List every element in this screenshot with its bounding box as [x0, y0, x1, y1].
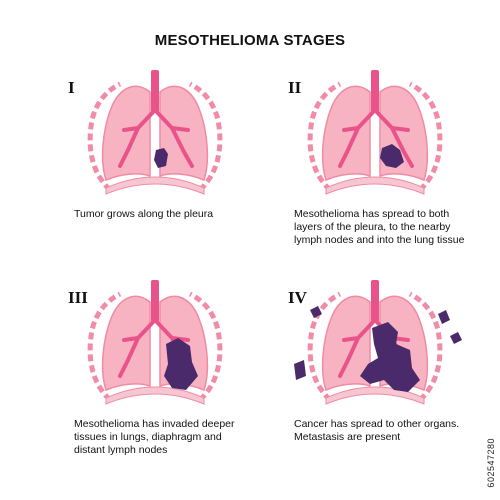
stage-numeral: IV — [288, 288, 307, 307]
page-title: MESOTHELIOMA STAGES — [154, 32, 346, 49]
tumor-mark — [360, 322, 420, 392]
metastasis-mark — [450, 332, 462, 344]
tumor-mark — [380, 144, 404, 168]
tumor-mark — [164, 338, 198, 390]
stage-numeral: I — [68, 78, 75, 97]
lung-illustration-stage-3 — [80, 280, 230, 415]
stage-caption: Cancer has spread to other organs. Metas… — [294, 418, 460, 443]
stage-panel-3: III Mesothelioma has invaded deeper tiss… — [60, 280, 260, 490]
stage-numeral: II — [288, 78, 302, 97]
metastasis-mark — [310, 306, 322, 318]
stage-panel-4: IV Cancer has spread to other organs. Me… — [280, 280, 480, 490]
stage-caption: Tumor grows along the pleura — [74, 208, 214, 220]
lung-illustration-stage-4 — [294, 280, 462, 415]
lung-illustration-stage-1 — [80, 70, 230, 205]
metastasis-mark — [438, 310, 450, 324]
stage-caption: Mesothelioma has spread to both layers o… — [294, 208, 465, 246]
stage-caption: Mesothelioma has invaded deeper tissues … — [74, 418, 235, 456]
stage-panel-1: I Tumor grows along the pleura — [60, 70, 260, 280]
stage-numeral: III — [68, 288, 88, 307]
image-id-label: 602547280 — [486, 438, 496, 488]
metastasis-mark — [294, 360, 306, 380]
tumor-mark — [154, 148, 168, 168]
lung-illustration-stage-2 — [300, 70, 450, 205]
stage-panel-2: II Mesothelioma has spread to both layer… — [280, 70, 480, 280]
